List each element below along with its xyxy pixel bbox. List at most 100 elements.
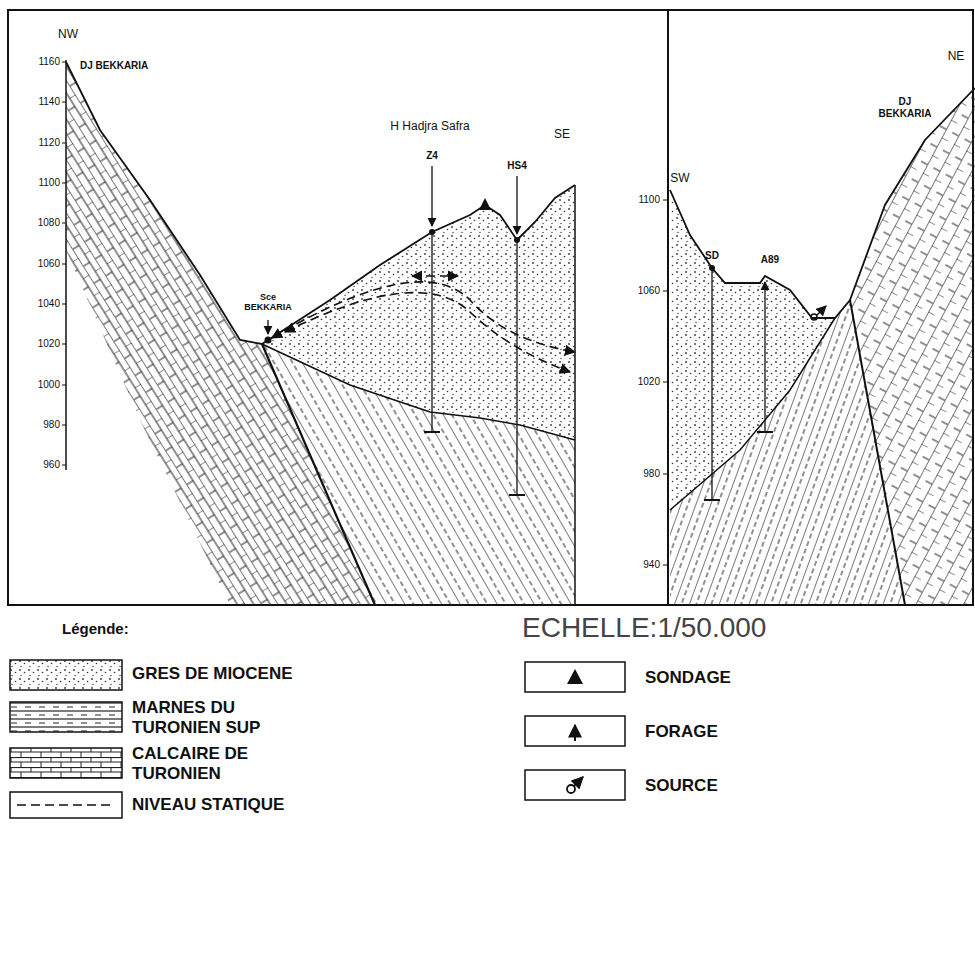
direction-label: SW [670,172,689,186]
place-name: DJ BEKKARIA [80,60,148,72]
legend-swatch [524,769,626,801]
drawing-stroke [663,291,668,292]
legend-swatch [9,701,123,733]
well-head [514,237,520,243]
swatch-box [10,660,122,690]
drawing-stroke [62,385,66,386]
well-head [709,265,715,271]
sondage-symbol [479,198,491,210]
well-name: SD [705,250,719,262]
elevation-tick: 980 [43,419,60,431]
legend-text: GRES DE MIOCENE [132,664,293,684]
legend-swatch [9,747,123,779]
contact [262,344,375,605]
place-name: H Hadjra Safra [390,120,469,134]
elevation-tick: 1080 [38,217,60,229]
contact [262,344,575,440]
legend-swatch [9,659,123,691]
scale-label: ECHELLE:1/50.000 [522,612,766,644]
contact [670,318,835,510]
spring-symbol [265,337,272,344]
drawing-stroke [431,166,432,226]
drawing-stroke [516,240,517,495]
drawing-stroke [663,565,668,566]
drawing-stroke [704,499,720,501]
drawing-stroke [285,293,570,372]
elevation-tick: 1100 [638,194,660,206]
drawing-stroke [663,382,668,383]
spring-symbol [811,306,826,320]
drawing-stroke [412,275,458,277]
direction-label: NW [58,28,78,42]
elevation-tick: 1160 [38,56,60,68]
well-name: A89 [761,254,779,266]
elevation-tick: 1120 [38,137,60,149]
frame [8,10,973,605]
drawing-stroke [509,494,525,496]
legend-text: CALCAIRE DE TURONIEN [132,744,282,783]
ground-surface [670,88,975,318]
swatch-box [10,702,122,732]
sondage-symbol [567,669,583,684]
elevation-tick: 1040 [38,298,60,310]
drawing-stroke [516,176,517,234]
elevation-tick: 1000 [38,379,60,391]
source-symbol [574,777,583,786]
drawing-stroke [62,425,66,426]
drawing-stroke [757,431,773,433]
direction-label: SE [554,128,570,142]
well-name: Z4 [426,150,438,162]
drawing-stroke [62,304,66,305]
ground-surface [66,62,575,344]
well-name: HS4 [507,160,526,172]
contact [850,300,905,605]
direction-label: NE [948,50,965,64]
drawing-stroke [817,306,826,315]
drawing-stroke [62,62,66,63]
elevation-tick: 1100 [38,177,60,189]
drawing-stroke [62,465,66,466]
sandstone [262,185,575,440]
swatch-box [525,662,625,692]
legend-heading: Légende: [62,620,129,637]
sandstone [670,190,835,510]
drawing-stroke [424,431,440,433]
elevation-tick: 1060 [638,285,660,297]
drawing-stroke [431,232,432,432]
legend-text: NIVEAU STATIQUE [132,795,284,815]
drawing-stroke [62,102,66,103]
legend-swatch [524,661,626,693]
legend-text: SOURCE [645,776,718,796]
drawing-stroke [267,320,268,334]
drawing-stroke [62,264,66,265]
elevation-tick: 1020 [38,338,60,350]
drawing-stroke [62,223,66,224]
spring-name: Sce BEKKARIA [238,292,298,313]
drawing-stroke [811,314,817,320]
axis [65,60,67,470]
elevation-tick: 960 [43,459,60,471]
static-level [272,276,575,372]
drawing-stroke [62,143,66,144]
section-edge [574,185,576,605]
swatch-box [525,770,625,800]
axis-ticks [62,62,66,465]
axis-ticks [663,200,668,565]
legend-swatch [524,715,626,747]
drawing-stroke [764,282,765,432]
boreholes [268,166,525,495]
boreholes [704,268,773,500]
elevation-tick: 1060 [38,258,60,270]
dashed-line [17,804,115,806]
source-symbol [567,785,575,793]
drawing-stroke [62,183,66,184]
elevation-tick: 940 [643,559,660,571]
well-head [429,229,435,235]
elevation-tick: 1020 [638,376,660,388]
drawing-stroke [663,474,668,475]
drawing-stroke [62,344,66,345]
drawing-stroke [663,200,668,201]
swatch-box [10,792,122,818]
place-name: DJ BEKKARIA [875,96,935,119]
